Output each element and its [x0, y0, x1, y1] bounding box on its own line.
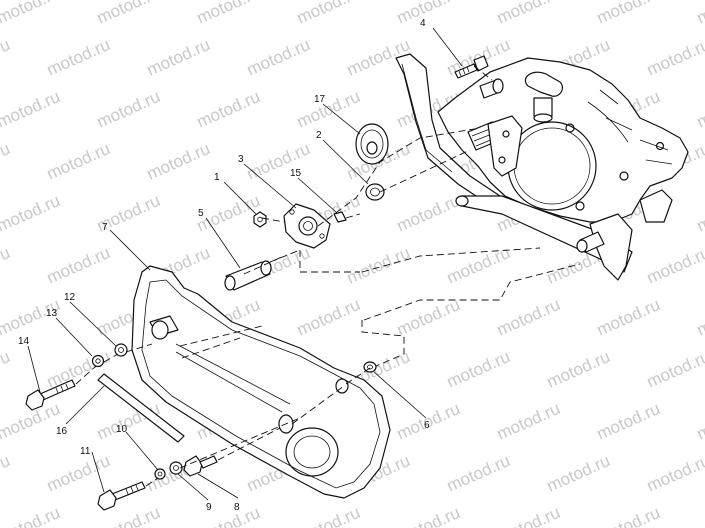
watermark-text: motod.ru [694, 399, 705, 444]
watermark-text: motod.ru [544, 451, 613, 496]
part-13-lock-washer [91, 354, 105, 368]
watermark-text: motod.ru [394, 0, 463, 28]
watermark-text: motod.ru [144, 35, 213, 80]
watermark-text: motod.ru [294, 503, 363, 528]
leader-lines [27, 27, 463, 501]
watermark-text: motod.ru [644, 243, 705, 288]
callout-7: 7 [102, 222, 108, 233]
watermark-text: motod.ru [594, 0, 663, 28]
callout-8: 8 [234, 502, 240, 513]
watermark-text: motod.ru [594, 399, 663, 444]
watermark-text: motod.ru [0, 35, 13, 80]
watermark-text: motod.ru [294, 87, 363, 132]
callout-2: 2 [316, 130, 322, 141]
watermark-text: motod.ru [394, 503, 463, 528]
watermark-text: motod.ru [644, 35, 705, 80]
watermark-text: motod.ru [694, 295, 705, 340]
watermark-text: motod.ru [394, 295, 463, 340]
callout-3: 3 [238, 154, 244, 165]
callout-11: 11 [80, 446, 91, 457]
watermark-text: motod.ru [694, 0, 705, 28]
watermark-text: motod.ru [594, 295, 663, 340]
part-9-washer [169, 461, 183, 475]
watermark-text: motod.ru [244, 139, 313, 184]
watermark-text: motod.ru [244, 35, 313, 80]
watermark-text: motod.ru [0, 139, 13, 184]
watermark-text: motod.ru [694, 191, 705, 236]
engine-housing [395, 53, 689, 281]
watermark-text: motod.ru [444, 243, 513, 288]
watermark-text: motod.ru [44, 243, 113, 288]
watermark-text: motod.ru [494, 399, 563, 444]
part-1-nut [253, 211, 267, 228]
watermark-text: motod.ru [494, 0, 563, 28]
callout-9: 9 [206, 502, 212, 513]
part-11-bolt [97, 481, 146, 511]
watermark-text: motod.ru [394, 191, 463, 236]
part-15-screw [333, 211, 347, 223]
watermark-text: motod.ru [344, 243, 413, 288]
part-17-disc [355, 123, 389, 165]
watermark-text: motod.ru [694, 87, 705, 132]
watermark-text: motod.ru [0, 87, 63, 132]
callout-1: 1 [214, 172, 220, 183]
watermark-text: motod.ru [94, 0, 163, 28]
part-5-sleeve [224, 260, 272, 291]
watermark-text: motod.ru [644, 347, 705, 392]
part-3-bearing-plate [283, 203, 331, 249]
part-2-bushing [365, 183, 385, 201]
part-10-lock-washer [154, 468, 166, 480]
watermark-text: motod.ru [0, 451, 13, 496]
watermark-text: motod.ru [544, 347, 613, 392]
callout-14: 14 [18, 336, 30, 347]
part-8-bolt [183, 455, 218, 477]
part-14-bolt [25, 379, 76, 411]
watermark-text: motod.ru [444, 451, 513, 496]
watermark-text: motod.ru [294, 0, 363, 28]
watermark-text: motod.ru [0, 0, 63, 28]
callout-17: 17 [314, 94, 326, 105]
watermark-text: motod.ru [694, 503, 705, 528]
watermark-text: motod.ru [194, 87, 263, 132]
watermark-text: motod.ru [444, 347, 513, 392]
watermark-text: motod.ru [0, 503, 63, 528]
watermark-text: motod.ru [144, 139, 213, 184]
watermark-text: motod.ru [44, 451, 113, 496]
watermark-text: motod.ru [94, 87, 163, 132]
watermark-text: motod.ru [194, 191, 263, 236]
callout-6: 6 [424, 420, 430, 431]
watermark-text: motod.ru [594, 503, 663, 528]
watermark-text: motod.ru [294, 295, 363, 340]
callout-4: 4 [420, 18, 426, 29]
assembly-lines [75, 65, 581, 487]
callout-labels: 1 2 3 4 5 6 7 8 9 10 11 12 13 14 15 16 1… [18, 18, 430, 513]
callout-5: 5 [198, 208, 204, 219]
watermark-text: motod.ru [194, 0, 263, 28]
watermark-text: motod.ru [644, 451, 705, 496]
part-16-strip [97, 373, 185, 443]
callout-12: 12 [64, 292, 76, 303]
callout-10: 10 [116, 424, 128, 435]
watermark-text: motod.ru [0, 347, 13, 392]
watermark-text: motod.ru [494, 295, 563, 340]
watermark-text: motod.ru [44, 139, 113, 184]
watermark-text: motod.ru [0, 243, 13, 288]
watermark-text: motod.ru [44, 35, 113, 80]
callout-13: 13 [46, 308, 58, 319]
callout-16: 16 [56, 426, 68, 437]
watermark-text: motod.ru [0, 191, 63, 236]
part-12-washer [114, 343, 128, 357]
watermark-text: motod.ru [194, 503, 263, 528]
callout-15: 15 [290, 168, 302, 179]
watermark-text: motod.ru [494, 503, 563, 528]
watermark-text: motod.ru [44, 347, 113, 392]
part-4-bolt [454, 55, 489, 79]
